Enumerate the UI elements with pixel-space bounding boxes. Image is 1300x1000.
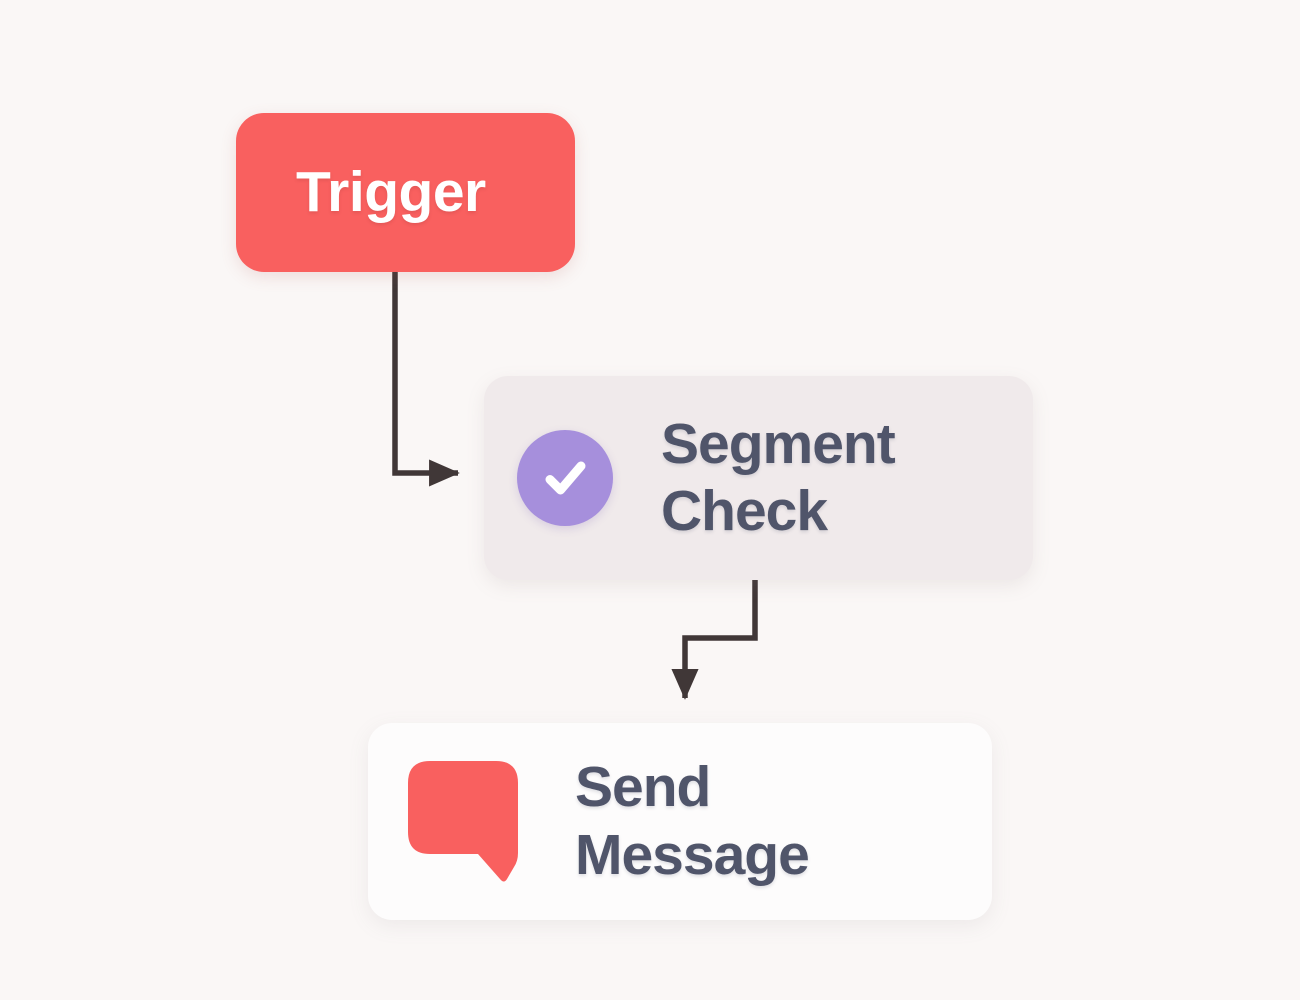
check-mark-icon xyxy=(545,461,586,495)
node-send-message-label: Send Message xyxy=(575,754,810,889)
node-segment-check-label: Segment Check xyxy=(661,411,896,546)
node-segment-check-label-line-2: Check xyxy=(661,479,828,543)
edge-trigger-to-segment-check xyxy=(392,270,460,487)
workflow-node-segment-check[interactable]: Segment Check xyxy=(484,376,1033,580)
edge-segment-check-to-send-message xyxy=(671,578,758,700)
node-send-message-label-line-2: Message xyxy=(575,822,810,887)
speech-bubble-icon xyxy=(408,760,518,881)
node-trigger-label-line-1: Trigger xyxy=(296,159,486,224)
check-circle-icon xyxy=(517,430,613,526)
workflow-node-trigger[interactable]: Trigger xyxy=(236,113,575,272)
workflow-node-send-message[interactable]: Send Message xyxy=(368,723,992,920)
node-trigger-label: Trigger xyxy=(296,159,486,224)
node-segment-check-label-line-1: Segment xyxy=(661,411,896,476)
node-send-message-label-line-1: Send xyxy=(575,755,711,820)
